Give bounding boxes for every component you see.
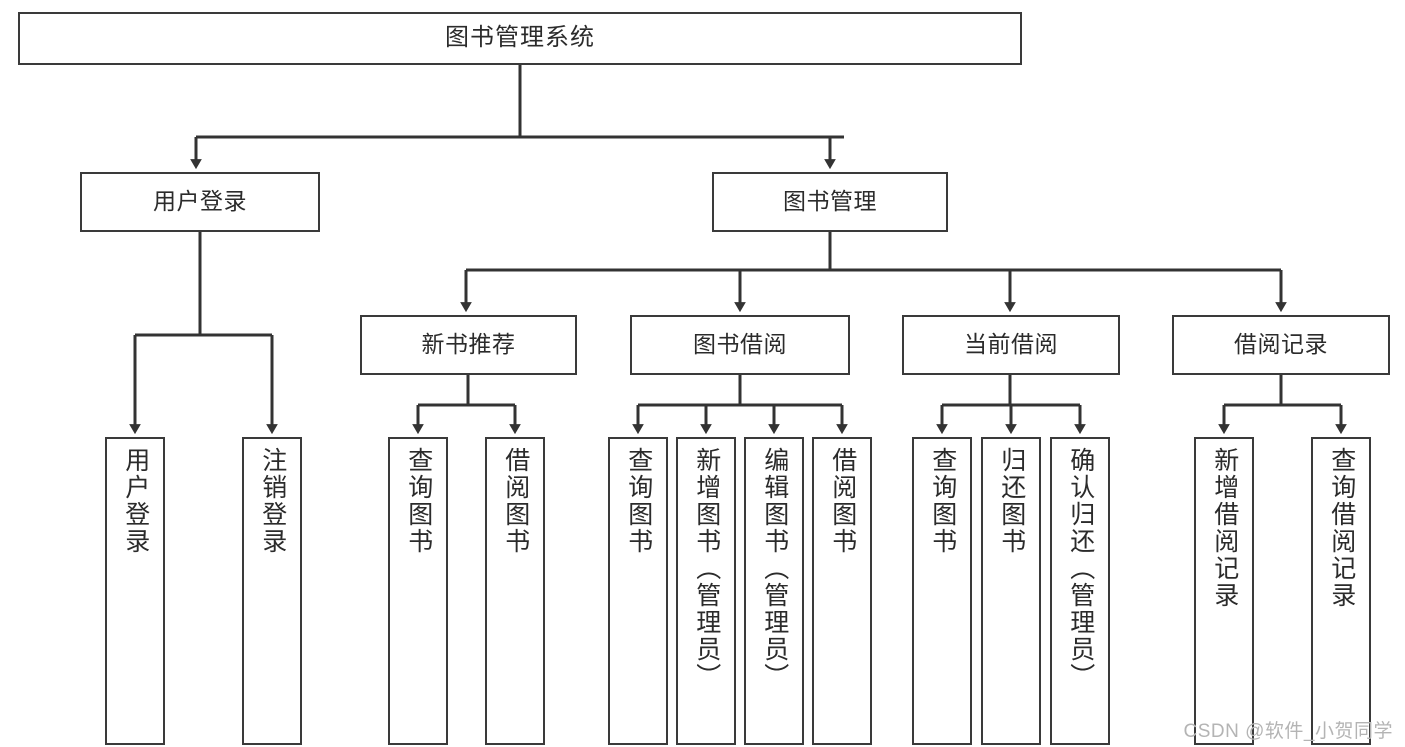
node-label: 借阅图书	[501, 447, 530, 555]
node-label: 查询借阅记录	[1327, 447, 1356, 609]
leaf-query-books-current[interactable]: 查询图书	[912, 437, 972, 745]
leaf-borrow-books[interactable]: 借阅图书	[812, 437, 872, 745]
node-current-borrow[interactable]: 当前借阅	[902, 315, 1120, 375]
leaf-add-book-admin[interactable]: 新增图书（管理员）	[676, 437, 736, 745]
node-book-borrow[interactable]: 图书借阅	[630, 315, 850, 375]
node-label: 新增图书（管理员）	[692, 447, 721, 690]
node-label: 图书管理系统	[445, 24, 595, 52]
node-label: 编辑图书（管理员）	[760, 447, 789, 690]
leaf-add-borrow-record[interactable]: 新增借阅记录	[1194, 437, 1254, 745]
node-user-login[interactable]: 用户登录	[80, 172, 320, 232]
leaf-query-books-new[interactable]: 查询图书	[388, 437, 448, 745]
node-label: 归还图书	[997, 447, 1026, 555]
leaf-query-borrow-record[interactable]: 查询借阅记录	[1311, 437, 1371, 745]
node-label: 注销登录	[258, 447, 287, 555]
node-new-book-recommendation[interactable]: 新书推荐	[360, 315, 577, 375]
node-label: 图书借阅	[693, 331, 787, 358]
node-label: 当前借阅	[964, 331, 1058, 358]
node-label: 借阅图书	[828, 447, 857, 555]
watermark-text: CSDN @软件_小贺同学	[1183, 721, 1393, 742]
node-label: 新书推荐	[421, 331, 516, 358]
node-label: 图书管理	[783, 188, 877, 215]
node-label: 借阅记录	[1234, 331, 1328, 358]
node-label: 查询图书	[928, 447, 957, 555]
node-label: 用户登录	[121, 447, 150, 555]
leaf-return-books[interactable]: 归还图书	[981, 437, 1041, 745]
leaf-borrow-books-new[interactable]: 借阅图书	[485, 437, 545, 745]
leaf-query-books-borrow[interactable]: 查询图书	[608, 437, 668, 745]
node-borrow-records[interactable]: 借阅记录	[1172, 315, 1390, 375]
node-label: 查询图书	[404, 447, 433, 555]
leaf-logout[interactable]: 注销登录	[242, 437, 302, 745]
node-label: 用户登录	[153, 188, 247, 215]
leaf-confirm-return-admin[interactable]: 确认归还（管理员）	[1050, 437, 1110, 745]
node-root-system[interactable]: 图书管理系统	[18, 12, 1022, 65]
leaf-edit-book-admin[interactable]: 编辑图书（管理员）	[744, 437, 804, 745]
node-label: 新增借阅记录	[1210, 447, 1239, 609]
node-label: 查询图书	[624, 447, 653, 555]
node-book-management[interactable]: 图书管理	[712, 172, 948, 232]
leaf-user-login[interactable]: 用户登录	[105, 437, 165, 745]
node-label: 确认归还（管理员）	[1066, 447, 1095, 690]
